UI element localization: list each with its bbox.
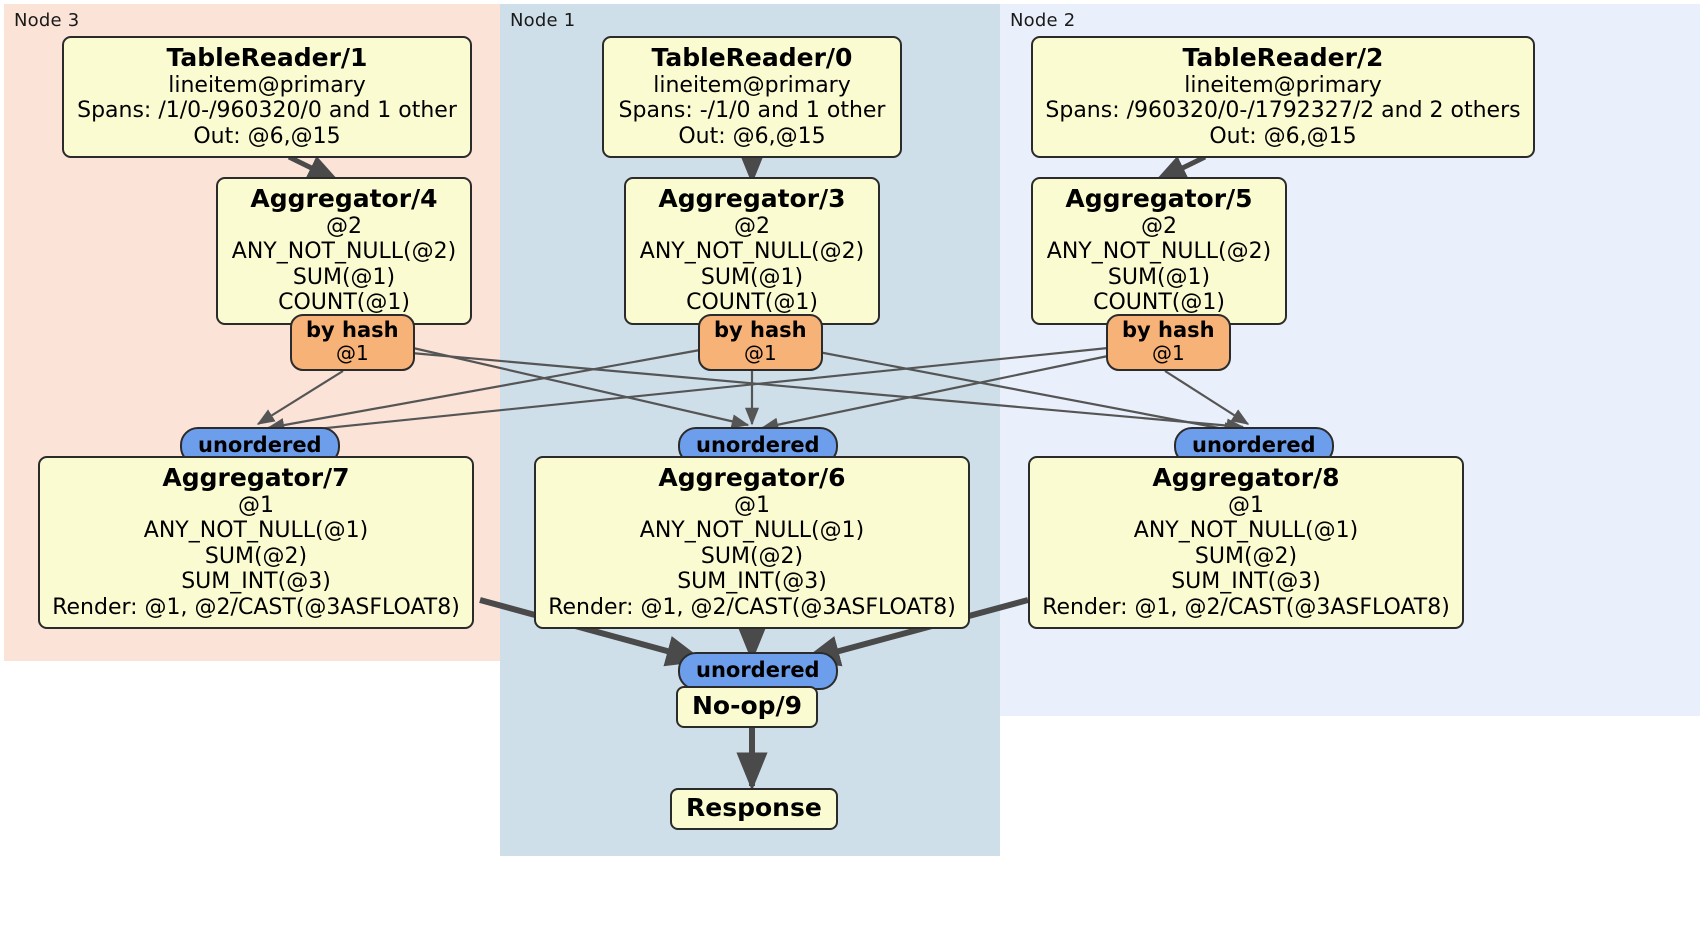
processor-detail-line: SUM(@2) (1194, 543, 1298, 569)
processor-detail-line: ANY_NOT_NULL(@1) (143, 518, 369, 544)
processor-title: Aggregator/6 (658, 463, 846, 492)
unordered-synchronizer-label: unordered (1192, 433, 1316, 457)
processor-table-reader-1[interactable]: TableReader/1 lineitem@primary Spans: /1… (62, 36, 472, 159)
processor-title: Aggregator/5 (1065, 184, 1253, 213)
processor-detail-line: ANY_NOT_NULL(@1) (1133, 518, 1359, 544)
processor-title: Aggregator/8 (1152, 463, 1340, 492)
node-panel-label-node2: Node 2 (1010, 10, 1076, 31)
processor-detail-line: lineitem@primary (653, 72, 851, 98)
processor-title: TableReader/2 (1182, 43, 1384, 72)
processor-title: No-op/9 (692, 691, 803, 720)
unordered-synchronizer-final[interactable]: unordered (678, 652, 838, 691)
hash-router-label: by hash (306, 318, 399, 342)
processor-table-reader-2[interactable]: TableReader/2 lineitem@primary Spans: /9… (1031, 36, 1535, 159)
hash-router-column: @1 (743, 341, 777, 366)
processor-detail-line: Out: @6,@15 (193, 123, 341, 149)
hash-router-label: by hash (714, 318, 807, 342)
processor-aggregator-8[interactable]: Aggregator/8 @1 ANY_NOT_NULL(@1) SUM(@2)… (1028, 456, 1464, 630)
processor-title: Response (686, 793, 822, 822)
processor-detail-line: Spans: /1/0-/960320/0 and 1 other (77, 98, 457, 124)
hash-router-right[interactable]: by hash @1 (1106, 314, 1231, 372)
processor-detail-line: COUNT(@1) (1093, 290, 1225, 316)
processor-aggregator-4[interactable]: Aggregator/4 @2 ANY_NOT_NULL(@2) SUM(@1)… (216, 177, 472, 325)
processor-aggregator-7[interactable]: Aggregator/7 @1 ANY_NOT_NULL(@1) SUM(@2)… (38, 456, 474, 630)
processor-noop-9[interactable]: No-op/9 (676, 686, 819, 728)
processor-detail-line: @1 (1228, 492, 1264, 518)
unordered-synchronizer-label: unordered (696, 433, 820, 457)
processor-detail-line: SUM(@1) (700, 264, 804, 290)
unordered-synchronizer-label: unordered (696, 658, 820, 682)
hash-router-column: @1 (335, 341, 369, 366)
processor-detail-line: ANY_NOT_NULL(@2) (1046, 239, 1272, 265)
processor-detail-line: @1 (238, 492, 274, 518)
processor-detail-line: ANY_NOT_NULL(@2) (231, 239, 457, 265)
processor-detail-line: ANY_NOT_NULL(@1) (639, 518, 865, 544)
processor-detail-line: COUNT(@1) (278, 290, 410, 316)
processor-detail-line: Out: @6,@15 (1209, 123, 1357, 149)
processor-detail-line: Spans: -/1/0 and 1 other (618, 98, 886, 124)
hash-router-column: @1 (1151, 341, 1185, 366)
processor-title: Aggregator/3 (658, 184, 846, 213)
processor-response[interactable]: Response (670, 788, 838, 830)
processor-detail-line: Out: @6,@15 (678, 123, 826, 149)
hash-router-center[interactable]: by hash @1 (698, 314, 823, 372)
processor-title: TableReader/1 (166, 43, 368, 72)
processor-detail-line: @1 (734, 492, 770, 518)
processor-aggregator-6[interactable]: Aggregator/6 @1 ANY_NOT_NULL(@1) SUM(@2)… (534, 456, 970, 630)
processor-detail-line: SUM(@1) (292, 264, 396, 290)
processor-detail-line: SUM_INT(@3) (1171, 569, 1321, 595)
processor-detail-line: lineitem@primary (1184, 72, 1382, 98)
processor-title: Aggregator/7 (162, 463, 350, 492)
processor-detail-line: SUM_INT(@3) (677, 569, 827, 595)
processor-title: Aggregator/4 (250, 184, 438, 213)
processor-detail-line: Render: @1, @2/CAST(@3ASFLOAT8) (1042, 594, 1450, 620)
node-panel-label-node1: Node 1 (510, 10, 576, 31)
processor-detail-line: @2 (734, 213, 770, 239)
processor-detail-line: ANY_NOT_NULL(@2) (639, 239, 865, 265)
processor-detail-line: SUM(@2) (204, 543, 308, 569)
processor-detail-line: @2 (326, 213, 362, 239)
processor-detail-line: Spans: /960320/0-/1792327/2 and 2 others (1045, 98, 1521, 124)
node-panel-label-node3: Node 3 (14, 10, 80, 31)
processor-detail-line: @2 (1141, 213, 1177, 239)
processor-detail-line: SUM(@1) (1107, 264, 1211, 290)
hash-router-label: by hash (1122, 318, 1215, 342)
processor-detail-line: Render: @1, @2/CAST(@3ASFLOAT8) (52, 594, 460, 620)
processor-detail-line: lineitem@primary (168, 72, 366, 98)
processor-aggregator-5[interactable]: Aggregator/5 @2 ANY_NOT_NULL(@2) SUM(@1)… (1031, 177, 1287, 325)
processor-aggregator-3[interactable]: Aggregator/3 @2 ANY_NOT_NULL(@2) SUM(@1)… (624, 177, 880, 325)
processor-detail-line: COUNT(@1) (686, 290, 818, 316)
processor-detail-line: SUM(@2) (700, 543, 804, 569)
processor-detail-line: SUM_INT(@3) (181, 569, 331, 595)
processor-title: TableReader/0 (651, 43, 853, 72)
processor-detail-line: Render: @1, @2/CAST(@3ASFLOAT8) (548, 594, 956, 620)
unordered-synchronizer-label: unordered (198, 433, 322, 457)
hash-router-left[interactable]: by hash @1 (290, 314, 415, 372)
processor-table-reader-0[interactable]: TableReader/0 lineitem@primary Spans: -/… (602, 36, 902, 159)
